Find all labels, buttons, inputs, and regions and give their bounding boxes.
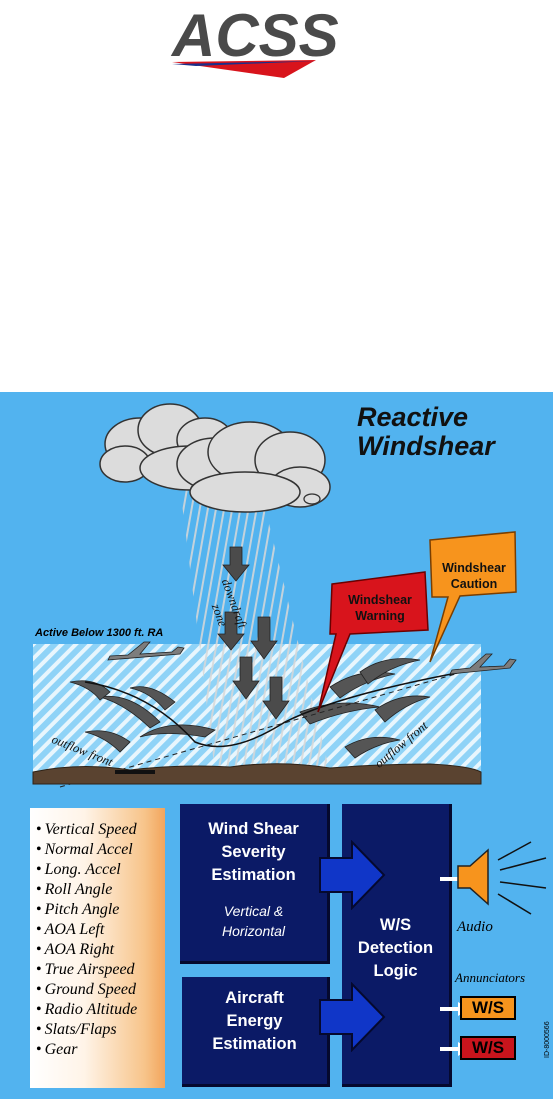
sensor-item: True Airspeed [36,960,165,980]
sensor-item: Long. Accel [36,860,165,880]
sensor-inputs-list: Vertical Speed Normal Accel Long. Accel … [30,808,165,1088]
severity-estimation-block: Wind Shear Severity Estimation Vertical … [180,804,330,964]
warning-line-1: Windshear [348,593,412,607]
annunciators-label: Annunciators [455,970,526,985]
storm-cloud [99,403,331,513]
sensor-item: Vertical Speed [36,820,165,840]
severity-line-3: Estimation [211,866,296,884]
severity-sub-2: Horizontal [221,923,286,939]
severity-sub-1: Vertical & [223,903,284,919]
flight-path [84,666,491,748]
document-id: ID-8000566 [544,1021,551,1058]
flow-arrow-severity [319,840,386,910]
energy-estimation-block: Aircraft Energy Estimation [182,977,330,1087]
aircraft-right [449,653,517,675]
caution-line-1: Windshear [442,561,506,575]
severity-line-2: Severity [221,843,286,861]
glide-slope [59,666,481,788]
logic-line-3: Logic [373,962,418,980]
warning-bubble-text: Windshear Warning [338,592,422,624]
caution-annunciator: W/S [460,996,516,1020]
caution-line-2: Caution [450,577,498,591]
acss-logo: ACSS [166,0,376,82]
warning-annunciator: W/S [460,1036,516,1060]
energy-line-1: Aircraft [225,989,284,1007]
title-line-1: Reactive [357,402,469,432]
warning-bubble [317,571,429,713]
downdraft-arrows [217,546,290,720]
audio-label: Audio [457,919,493,935]
active-below-label: Active Below 1300 ft. RA [35,627,164,639]
runway [115,770,155,774]
logic-line-2: Detection [357,939,434,957]
aircraft-left [107,641,185,661]
windshear-scene [32,403,517,788]
caution-bubble-text: Windshear Caution [436,560,512,592]
flow-arrow-energy [319,982,386,1052]
title-line-2: Windshear [357,431,495,461]
sensor-item: Ground Speed [36,980,165,1000]
sensor-item: Radio Altitude [36,1000,165,1020]
terrain [32,763,482,785]
windshear-panel: Reactive Windshear [0,392,553,1099]
sensor-item: Gear [36,1040,165,1060]
logic-line-1: W/S [379,916,412,934]
rain-shaft [180,487,330,772]
logo-underline [172,61,316,66]
sensor-item: Roll Angle [36,880,165,900]
sensor-item: AOA Left [36,920,165,940]
caution-bubble [429,531,517,663]
energy-line-3: Estimation [212,1035,297,1053]
warning-line-2: Warning [355,609,405,623]
sensor-item: Pitch Angle [36,900,165,920]
sensor-item: Slats/Flaps [36,1020,165,1040]
energy-line-2: Energy [226,1012,283,1030]
sensor-item: AOA Right [36,940,165,960]
cloud-puff [303,493,321,505]
sensor-item: Normal Accel [36,840,165,860]
logo-text: ACSS [170,2,339,69]
severity-line-1: Wind Shear [208,820,299,838]
speaker-icon [457,841,547,915]
